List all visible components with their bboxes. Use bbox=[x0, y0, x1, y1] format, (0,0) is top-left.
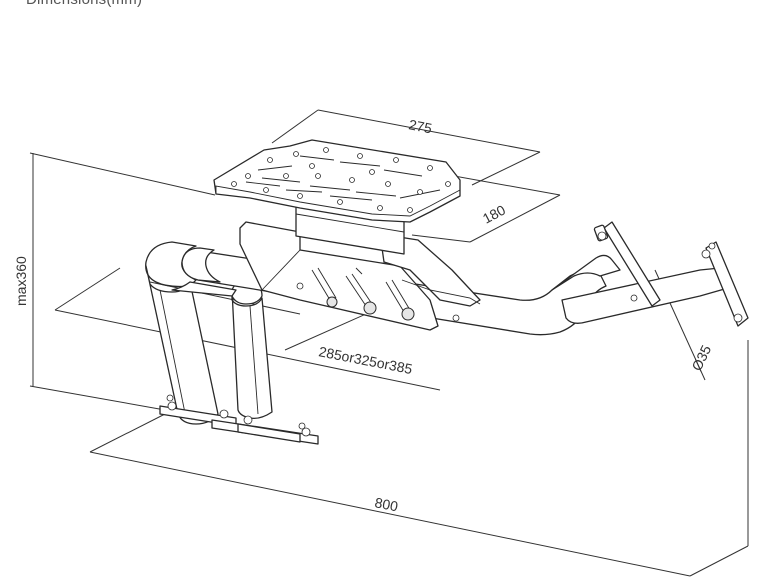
wheel-mount-plate bbox=[213, 139, 461, 255]
dim-plate-depth: 180 bbox=[480, 201, 508, 226]
dim-total-width: 800 bbox=[373, 494, 399, 514]
page-title: Dimensions(mm) bbox=[26, 0, 142, 8]
dim-max-height: max360 bbox=[13, 256, 29, 306]
dim-plate-width: 275 bbox=[407, 116, 433, 136]
height-bracket bbox=[239, 221, 481, 331]
pedal-mount-right bbox=[701, 241, 749, 327]
dim-reach: 285or325or385 bbox=[317, 343, 413, 377]
pedal-mount-left bbox=[593, 221, 661, 307]
front-leg bbox=[145, 265, 237, 425]
dim-tube-diameter: Ø35 bbox=[688, 342, 714, 373]
base-feet bbox=[159, 394, 319, 445]
rear-leg bbox=[231, 280, 273, 420]
